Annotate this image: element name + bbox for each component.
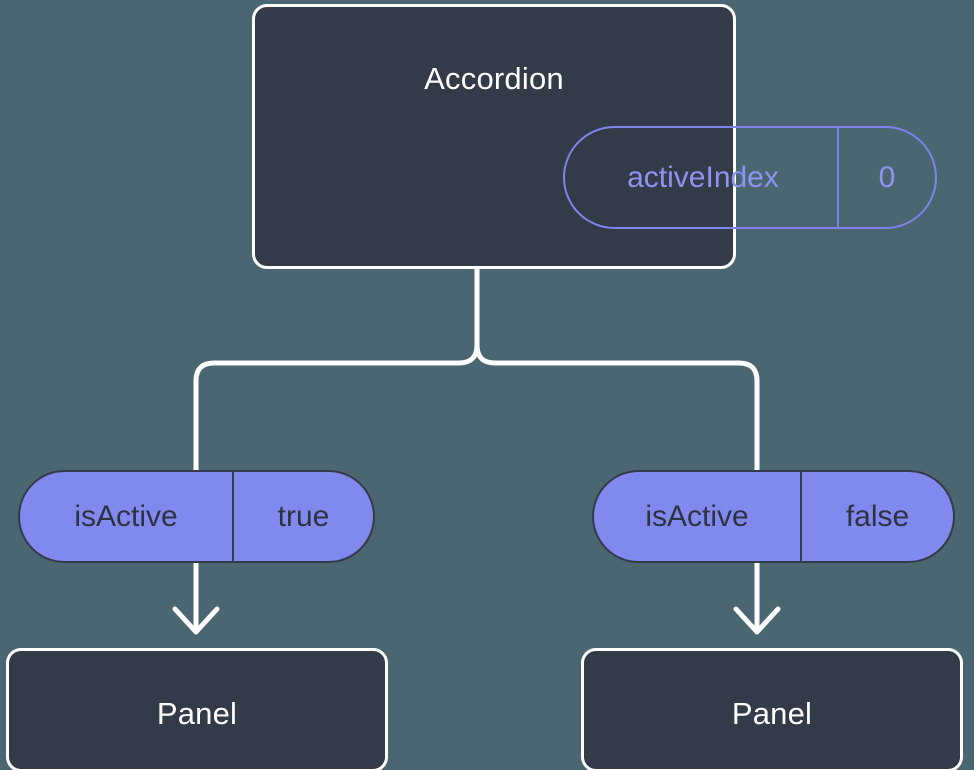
connector-left-branch <box>193 266 480 473</box>
connector-right-branch <box>474 266 760 473</box>
arrow-right-head <box>733 606 781 635</box>
panel-title: Panel <box>731 696 813 731</box>
state-badge-value: 0 <box>878 160 896 194</box>
state-badge-key: activeIndex <box>565 128 839 227</box>
panel-title: Panel <box>156 696 238 731</box>
prop-badge-value: true <box>277 499 330 533</box>
state-badge-active-index[interactable]: activeIndex 0 <box>563 126 937 229</box>
arrow-left-head <box>172 606 220 635</box>
prop-badge-key: isActive <box>594 472 802 561</box>
prop-badge-value: false <box>845 499 910 533</box>
prop-badge-key: isActive <box>20 472 234 561</box>
prop-badge-is-active-true[interactable]: isActive true <box>18 470 375 563</box>
accordion-title: Accordion <box>424 61 564 96</box>
panel-component-node-right[interactable]: Panel <box>581 648 963 770</box>
accordion-component-node[interactable]: Accordion activeIndex 0 <box>252 4 937 269</box>
panel-component-node-left[interactable]: Panel <box>6 648 388 770</box>
prop-badge-is-active-false[interactable]: isActive false <box>592 470 955 563</box>
